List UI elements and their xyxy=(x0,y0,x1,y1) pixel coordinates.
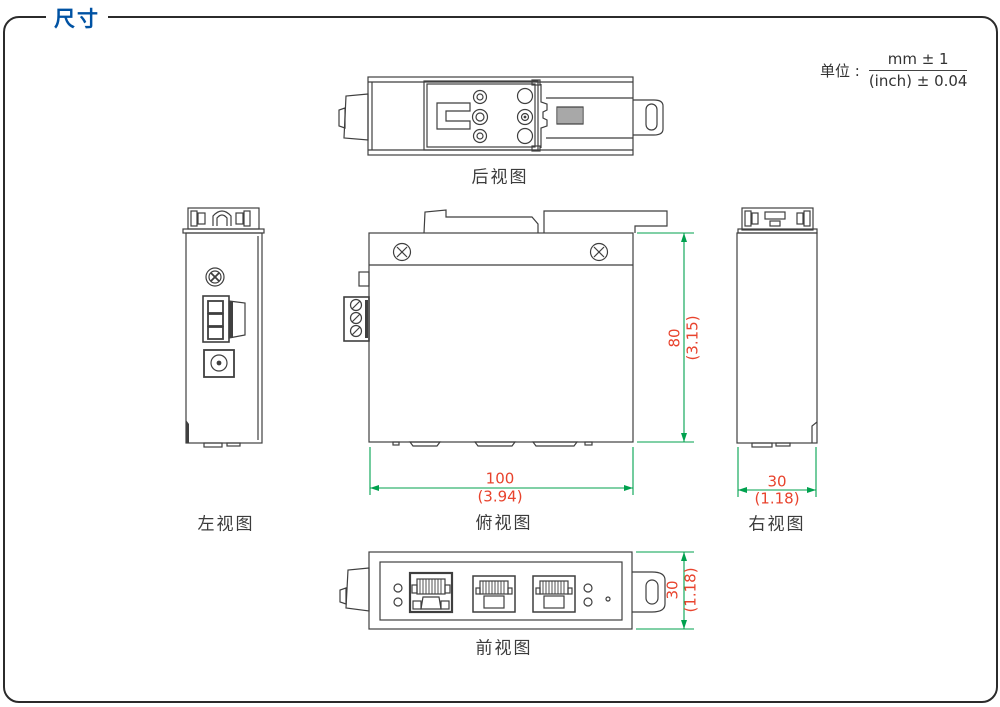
right-width-mm: 30 xyxy=(767,472,787,491)
top-screw-right xyxy=(589,242,609,262)
rear-left-bump xyxy=(338,107,346,129)
top-height-mm: 80 xyxy=(665,328,684,348)
front-height-dimension-lines xyxy=(636,551,694,630)
left-terminal-block xyxy=(202,295,230,343)
top-width-inch: (3.94) xyxy=(477,487,523,506)
rear-spring xyxy=(556,106,584,125)
left-ground-screw xyxy=(205,267,225,287)
right-width-dimension-lines xyxy=(737,447,817,497)
front-led-3 xyxy=(583,583,593,593)
top-terminal-block xyxy=(343,296,370,342)
units-fraction: mm ± 1 (inch) ± 0.04 xyxy=(868,50,968,91)
right-body xyxy=(736,232,818,444)
top-dc-bump xyxy=(358,271,370,287)
left-view-label: 左视图 xyxy=(197,514,255,535)
front-reset-hole xyxy=(605,596,611,602)
front-view-drawing xyxy=(339,551,694,630)
front-rj45-port-3 xyxy=(532,575,576,613)
units-annotation: 单位 : mm ± 1 (inch) ± 0.04 xyxy=(820,50,968,91)
top-height-inch: (3.15) xyxy=(683,315,702,361)
left-dc-jack xyxy=(203,349,235,378)
front-tab-slot xyxy=(645,579,659,605)
front-led-2 xyxy=(393,597,403,607)
units-mm: mm ± 1 xyxy=(868,50,968,71)
top-clip-left xyxy=(423,209,539,234)
rear-tab-slot xyxy=(645,103,658,131)
top-width-mm: 100 xyxy=(485,469,515,488)
right-width-inch: (1.18) xyxy=(754,489,800,508)
top-width-dimension-lines xyxy=(369,447,634,495)
rear-slider-notch xyxy=(540,84,548,148)
top-clip-plate xyxy=(543,210,668,233)
front-panel xyxy=(379,561,623,621)
front-height-mm: 30 xyxy=(663,580,682,600)
top-height-dimension-lines xyxy=(637,232,694,443)
rear-bracket xyxy=(436,102,471,130)
top-screw-left xyxy=(392,242,412,262)
rear-spring-hatch xyxy=(558,107,582,124)
rear-left-flange xyxy=(343,93,369,141)
front-led-1 xyxy=(393,583,403,593)
top-body xyxy=(368,232,634,443)
rear-panel xyxy=(423,80,539,151)
right-view-drawing xyxy=(736,207,818,497)
rear-din-tab xyxy=(633,99,664,136)
rear-body xyxy=(367,76,634,156)
front-din-tab xyxy=(632,571,666,613)
front-height-inch: (1.18) xyxy=(681,567,700,613)
front-left-flange xyxy=(345,567,370,612)
front-rj45-port-2 xyxy=(472,575,516,613)
top-view-label: 俯视图 xyxy=(475,513,533,534)
right-view-label: 右视图 xyxy=(748,514,806,535)
content-frame-border xyxy=(3,16,998,703)
front-rj45-port-1 xyxy=(408,571,454,614)
front-view-label: 前视图 xyxy=(475,638,533,659)
right-din-clip xyxy=(741,207,814,231)
rear-view-drawing xyxy=(338,76,664,156)
top-view-drawing xyxy=(343,209,694,495)
front-left-bump xyxy=(339,587,347,605)
units-label: 单位 : xyxy=(820,61,860,80)
front-body xyxy=(368,551,633,630)
left-clip-base xyxy=(182,228,265,234)
page-title: 尺寸 xyxy=(46,3,108,33)
left-body xyxy=(185,232,263,444)
left-bottom-notch xyxy=(186,420,189,443)
left-view-drawing xyxy=(182,207,265,448)
rear-view-label: 后视图 xyxy=(471,167,529,188)
front-led-4 xyxy=(583,597,593,607)
units-inch: (inch) ± 0.04 xyxy=(868,71,968,90)
